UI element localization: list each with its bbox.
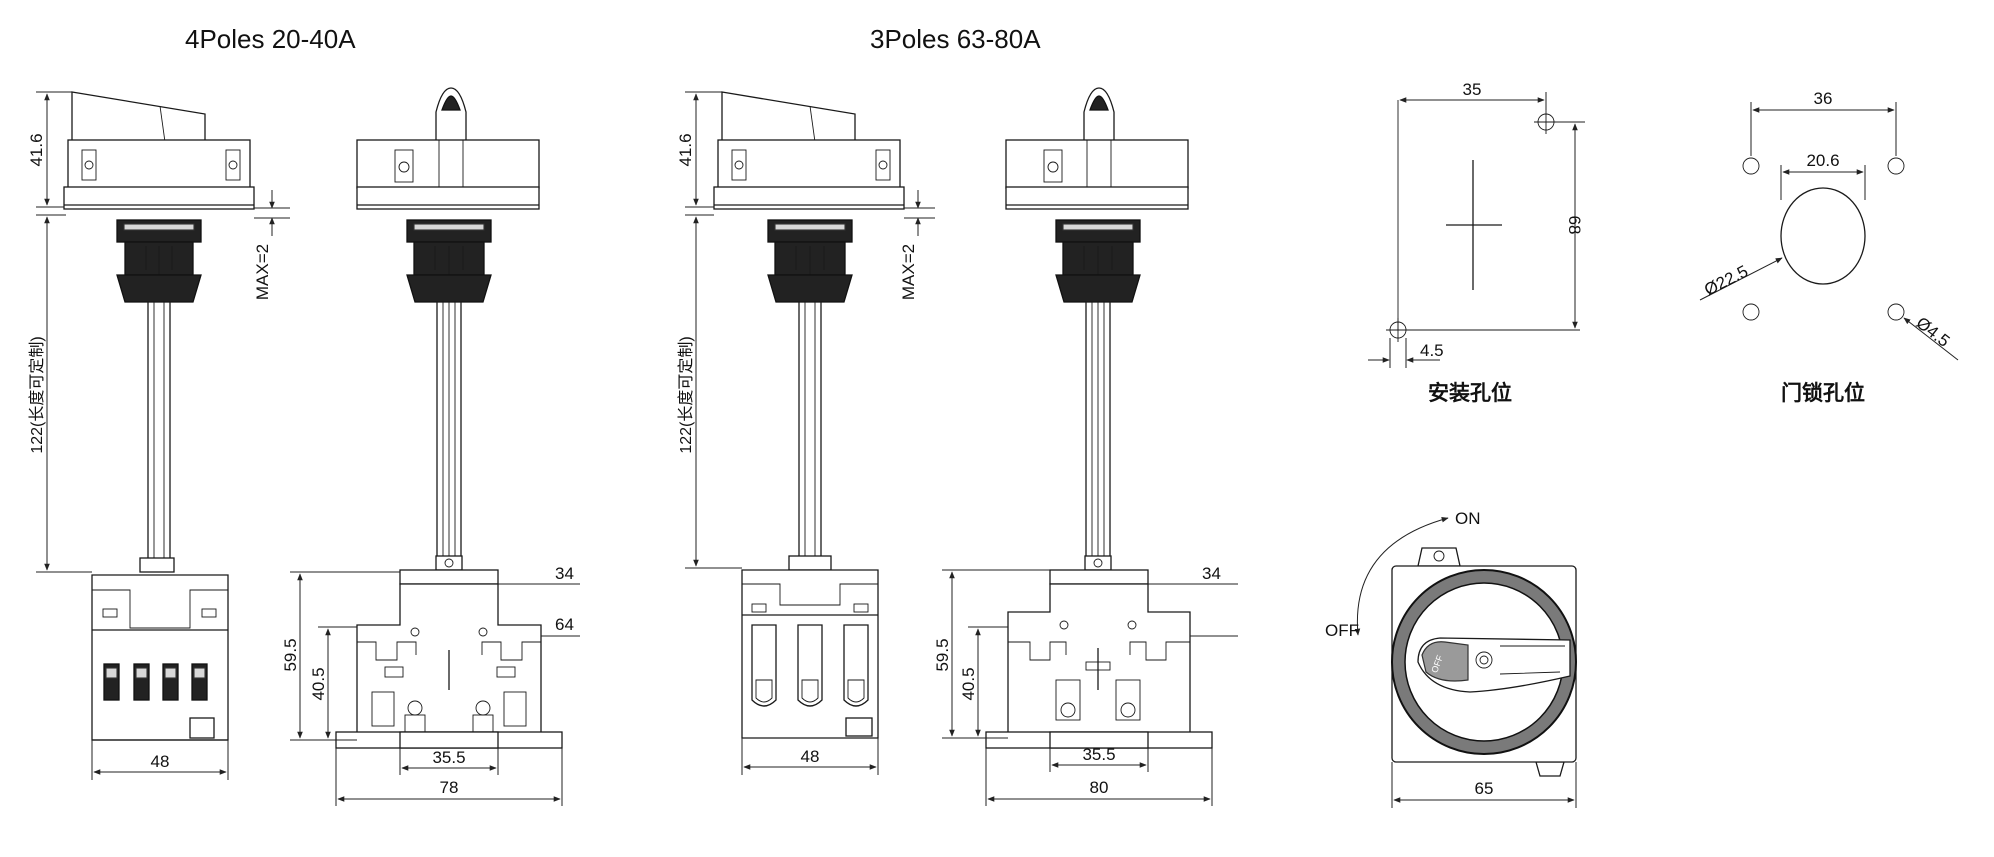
- dim-lock-20-6: 20.6: [1806, 151, 1839, 170]
- dim-59-5-left: 59.5: [281, 638, 300, 671]
- four-pole-front-view: 34 64 59.5 40.5 35.5 78: [281, 87, 580, 806]
- dim-41-6-left: 41.6: [27, 133, 46, 166]
- label-on: ON: [1455, 509, 1481, 528]
- dim-max-2-left: MAX=2: [253, 244, 272, 300]
- title-3-poles: 3Poles 63-80A: [870, 24, 1041, 54]
- dim-lock-dia-22-5: Ø22.5: [1701, 262, 1751, 300]
- door-lock-holes-diagram: 36 20.6 Ø22.5 Ø4.5 门锁孔位: [1699, 89, 1959, 405]
- dim-40-5-left: 40.5: [309, 667, 328, 700]
- dim-59-5-right: 59.5: [933, 638, 952, 671]
- caption-mounting-holes: 安装孔位: [1428, 381, 1512, 405]
- dim-max-2-right: MAX=2: [899, 244, 918, 300]
- dim-64: 64: [555, 615, 574, 634]
- dim-80: 80: [1090, 778, 1109, 797]
- dim-34-right: 34: [1202, 564, 1221, 583]
- dim-40-5-right: 40.5: [959, 667, 978, 700]
- dim-mount-4-5: 4.5: [1420, 341, 1444, 360]
- dim-mount-35: 35: [1463, 80, 1482, 99]
- dim-34-left: 34: [555, 564, 574, 583]
- dim-41-6-right: 41.6: [676, 133, 695, 166]
- dim-122-left: 122(长度可定制): [28, 336, 46, 453]
- handle-front-view: ON OFF OFF 65: [1325, 509, 1577, 808]
- three-pole-front-view: 34 59.5 40.5 35.5 80: [933, 87, 1238, 806]
- dim-lock-36: 36: [1814, 89, 1833, 108]
- label-off: OFF: [1325, 621, 1359, 640]
- three-pole-side-view: 41.6 MAX=2 122(长度可定制): [676, 91, 935, 775]
- dim-78: 78: [440, 778, 459, 797]
- dim-lock-dia-4-5: Ø4.5: [1913, 313, 1954, 351]
- dim-mount-68: 68: [1565, 216, 1584, 235]
- dim-48-right: 48: [801, 747, 820, 766]
- dim-122-right: 122(长度可定制): [677, 336, 695, 453]
- dim-35-5-right: 35.5: [1082, 745, 1115, 764]
- title-4-poles: 4Poles 20-40A: [185, 24, 356, 54]
- mounting-holes-diagram: 35 68 4.5 安装孔位: [1368, 80, 1585, 405]
- caption-door-lock-holes: 门锁孔位: [1781, 381, 1865, 405]
- dim-handle-65: 65: [1475, 779, 1494, 798]
- four-pole-side-view: 41.6 MAX=2 122(长度可定制): [27, 91, 290, 780]
- dim-35-5-left: 35.5: [432, 748, 465, 767]
- dim-48-left: 48: [151, 752, 170, 771]
